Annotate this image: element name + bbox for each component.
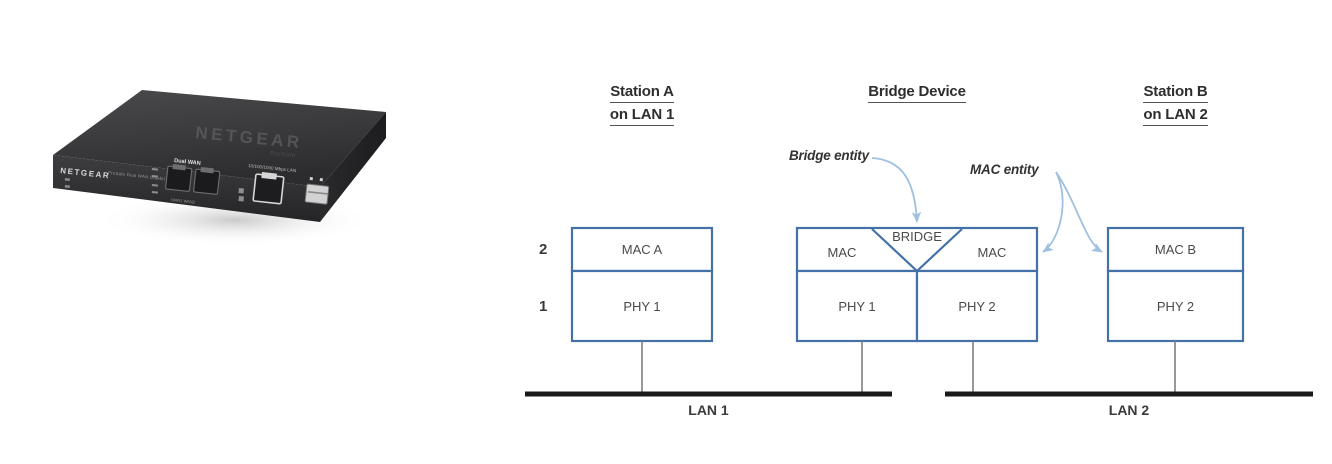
device-lan-port <box>252 172 285 205</box>
mac-entity-arrow-left <box>1042 171 1064 253</box>
station-b-stack-shape <box>1106 226 1245 343</box>
heading-station-a-line2: on LAN 1 <box>609 105 674 126</box>
heading-station-b: Station B on LAN 2 <box>1108 82 1243 128</box>
bus-label-lan-1: LAN 1 <box>688 402 729 418</box>
box-label-mac-b: MAC B <box>1154 242 1197 257</box>
device-power-switch <box>304 183 330 205</box>
layer-number-1: 1 <box>539 298 548 315</box>
device-wan-ports <box>165 164 221 195</box>
heading-station-b-line2: on LAN 2 <box>1143 105 1208 126</box>
station-a-stack-shape <box>570 226 714 343</box>
device-power-leds <box>309 177 323 182</box>
heading-station-b-line1: Station B <box>1143 82 1208 103</box>
box-label-mac-a: MAC A <box>621 242 663 257</box>
bus-label-lan-2: LAN 2 <box>1108 402 1150 418</box>
device-lid-sublabel: ProSafe <box>270 151 296 159</box>
box-label-bridge-mac-left: MAC <box>827 245 857 260</box>
heading-bridge-device: Bridge Device <box>797 82 1037 105</box>
box-label-phy-2-b: PHY 2 <box>1156 299 1195 314</box>
netgear-device-illustration: NETGEAR ProSafe NETGEAR ProSafe Dual WAN… <box>53 90 386 246</box>
device-led-indicators <box>151 168 158 194</box>
heading-station-a-line1: Station A <box>610 82 674 103</box>
layer-number-2: 2 <box>539 241 548 258</box>
annotation-mac-entity: MAC entity <box>970 162 1039 177</box>
box-label-bridge-phy-2: PHY 2 <box>958 299 996 314</box>
device-lan-led <box>238 188 244 202</box>
bridge-triangle <box>871 228 963 273</box>
device-lan-label: 10/100/1000 Mbps LAN <box>248 163 297 173</box>
box-label-bridge-mac-right: MAC <box>977 245 1007 260</box>
device-wan-label: Dual WAN <box>174 158 201 167</box>
annotation-bridge-entity: Bridge entity <box>789 148 869 163</box>
box-label-bridge: BRIDGE <box>892 229 942 244</box>
bridge-stack-shape <box>795 226 1039 343</box>
heading-bridge-device-line1: Bridge Device <box>868 82 966 103</box>
mac-entity-arrow-right <box>1055 171 1103 253</box>
device-reset-port <box>64 178 70 189</box>
netgear-device-photo: NETGEAR ProSafe NETGEAR ProSafe Dual WAN… <box>20 60 420 280</box>
device-top-face <box>53 90 386 187</box>
box-label-phy-1-a: PHY 1 <box>623 299 661 314</box>
heading-station-a: Station A on LAN 1 <box>572 82 712 128</box>
device-side-face <box>320 112 386 222</box>
device-wan-port-label: WAN1 WAN2 <box>171 197 196 205</box>
bridge-entity-arrow <box>871 157 922 223</box>
box-label-bridge-phy-1: PHY 1 <box>838 299 876 314</box>
